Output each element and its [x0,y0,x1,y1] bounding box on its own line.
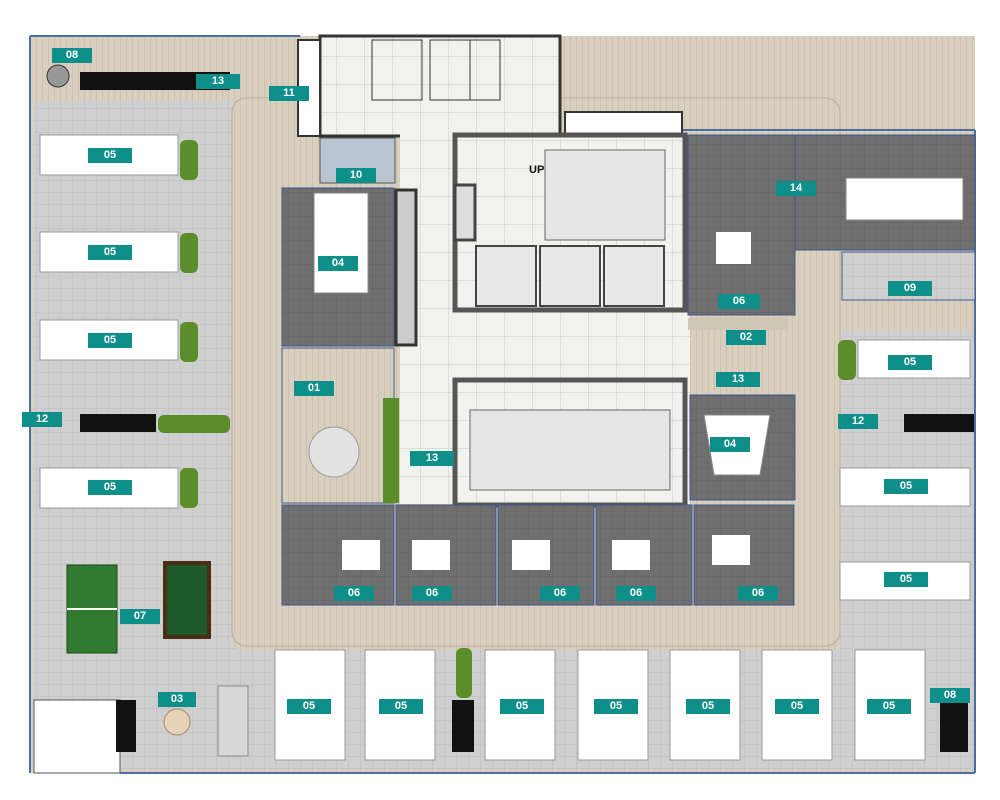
lounge-03-sofa [217,685,249,757]
restroom-stall-c [469,39,501,101]
room-tag-05-bottom-4: 05 [594,699,638,714]
room-tag-05-bottom-2: 05 [379,699,423,714]
room-tag-02: 02 [726,330,766,345]
desk-06-b [412,540,450,570]
elevator-3 [603,245,665,307]
desk-cluster-right-2 [839,467,971,507]
clock-08 [46,64,70,88]
room-tag-04-right: 04 [710,437,750,452]
room-tag-01: 01 [294,381,334,396]
room-tag-07: 07 [120,609,160,624]
room-tag-06-d: 06 [616,586,656,601]
planter-left-1 [180,140,198,180]
desk-06-a [342,540,380,570]
room-tag-05-left-1: 05 [88,148,132,163]
left-balcony [33,699,121,774]
lounge-round-table [308,426,360,478]
kitchenette [564,111,683,135]
meeting-table-left [313,192,369,294]
room-tag-13-right: 13 [716,372,760,387]
desk-06-e [712,535,750,565]
room-tag-06-e: 06 [738,586,778,601]
room-tag-05-right-2: 05 [884,479,928,494]
lounge-03-table [163,708,191,736]
storage-08-right [940,700,968,752]
stair-upper-flight [544,149,666,241]
room-tag-12-right: 12 [838,414,878,429]
room-tag-06-top-right: 06 [718,294,760,309]
planter-row-12 [158,415,230,433]
room-tag-05-left-3: 05 [88,333,132,348]
lockers-12-right [904,414,974,432]
reception-02 [688,318,788,330]
billiard-table [163,561,211,639]
room-tag-03: 03 [158,692,196,707]
room-tag-06-a: 06 [334,586,374,601]
room-tag-05-bottom-6: 05 [775,699,819,714]
room-tag-09: 09 [888,281,932,296]
restroom-stall-a [371,39,423,101]
room-tag-04-left: 04 [318,256,358,271]
room-tag-06-b: 06 [412,586,452,601]
storage-bottom [452,700,474,752]
planter-left-4 [180,468,198,508]
restroom-block [318,34,562,138]
elevator-2 [539,245,601,307]
lounge-03-bench [116,700,136,752]
outer-wall [29,35,976,774]
room-tag-05-bottom-3: 05 [500,699,544,714]
room-tag-14: 14 [776,181,816,196]
office-06-top-right [687,134,796,316]
lounge-01 [281,347,395,504]
core-left-shaft [394,188,418,347]
service-shaft [453,183,477,242]
lockers-12-left [80,414,156,432]
stair-lower-flight [469,409,671,491]
planter-right-1 [838,340,856,380]
planter-left-3 [180,322,198,362]
room-tag-05-right-3: 05 [884,572,928,587]
room-tag-08-top: 08 [52,48,92,63]
elevator-1 [475,245,537,307]
room-tag-05-right-1: 05 [888,355,932,370]
lockers-13-top [80,72,230,90]
room-tag-05-left-2: 05 [88,245,132,260]
room-tag-13-top: 13 [196,74,240,89]
room-tag-05-bottom-1: 05 [287,699,331,714]
stair-up-label: UP [529,164,545,176]
room-tag-10: 10 [336,168,376,183]
desk-06-c [512,540,550,570]
room-tag-12-left: 12 [22,412,62,427]
room-tag-08-right: 08 [930,688,970,703]
room-tag-05-left-4: 05 [88,480,132,495]
room-10 [319,137,396,184]
room-tag-13-core: 13 [410,451,454,466]
lounge-planter [383,398,399,503]
planter-bottom [456,648,472,698]
table-14 [845,177,964,221]
room-tag-06-c: 06 [540,586,580,601]
planter-left-2 [180,233,198,273]
desk-06-d [612,540,650,570]
desk-06-top-right [716,232,751,264]
room-tag-05-bottom-5: 05 [686,699,730,714]
room-tag-11: 11 [269,86,309,101]
room-tag-05-bottom-7: 05 [867,699,911,714]
